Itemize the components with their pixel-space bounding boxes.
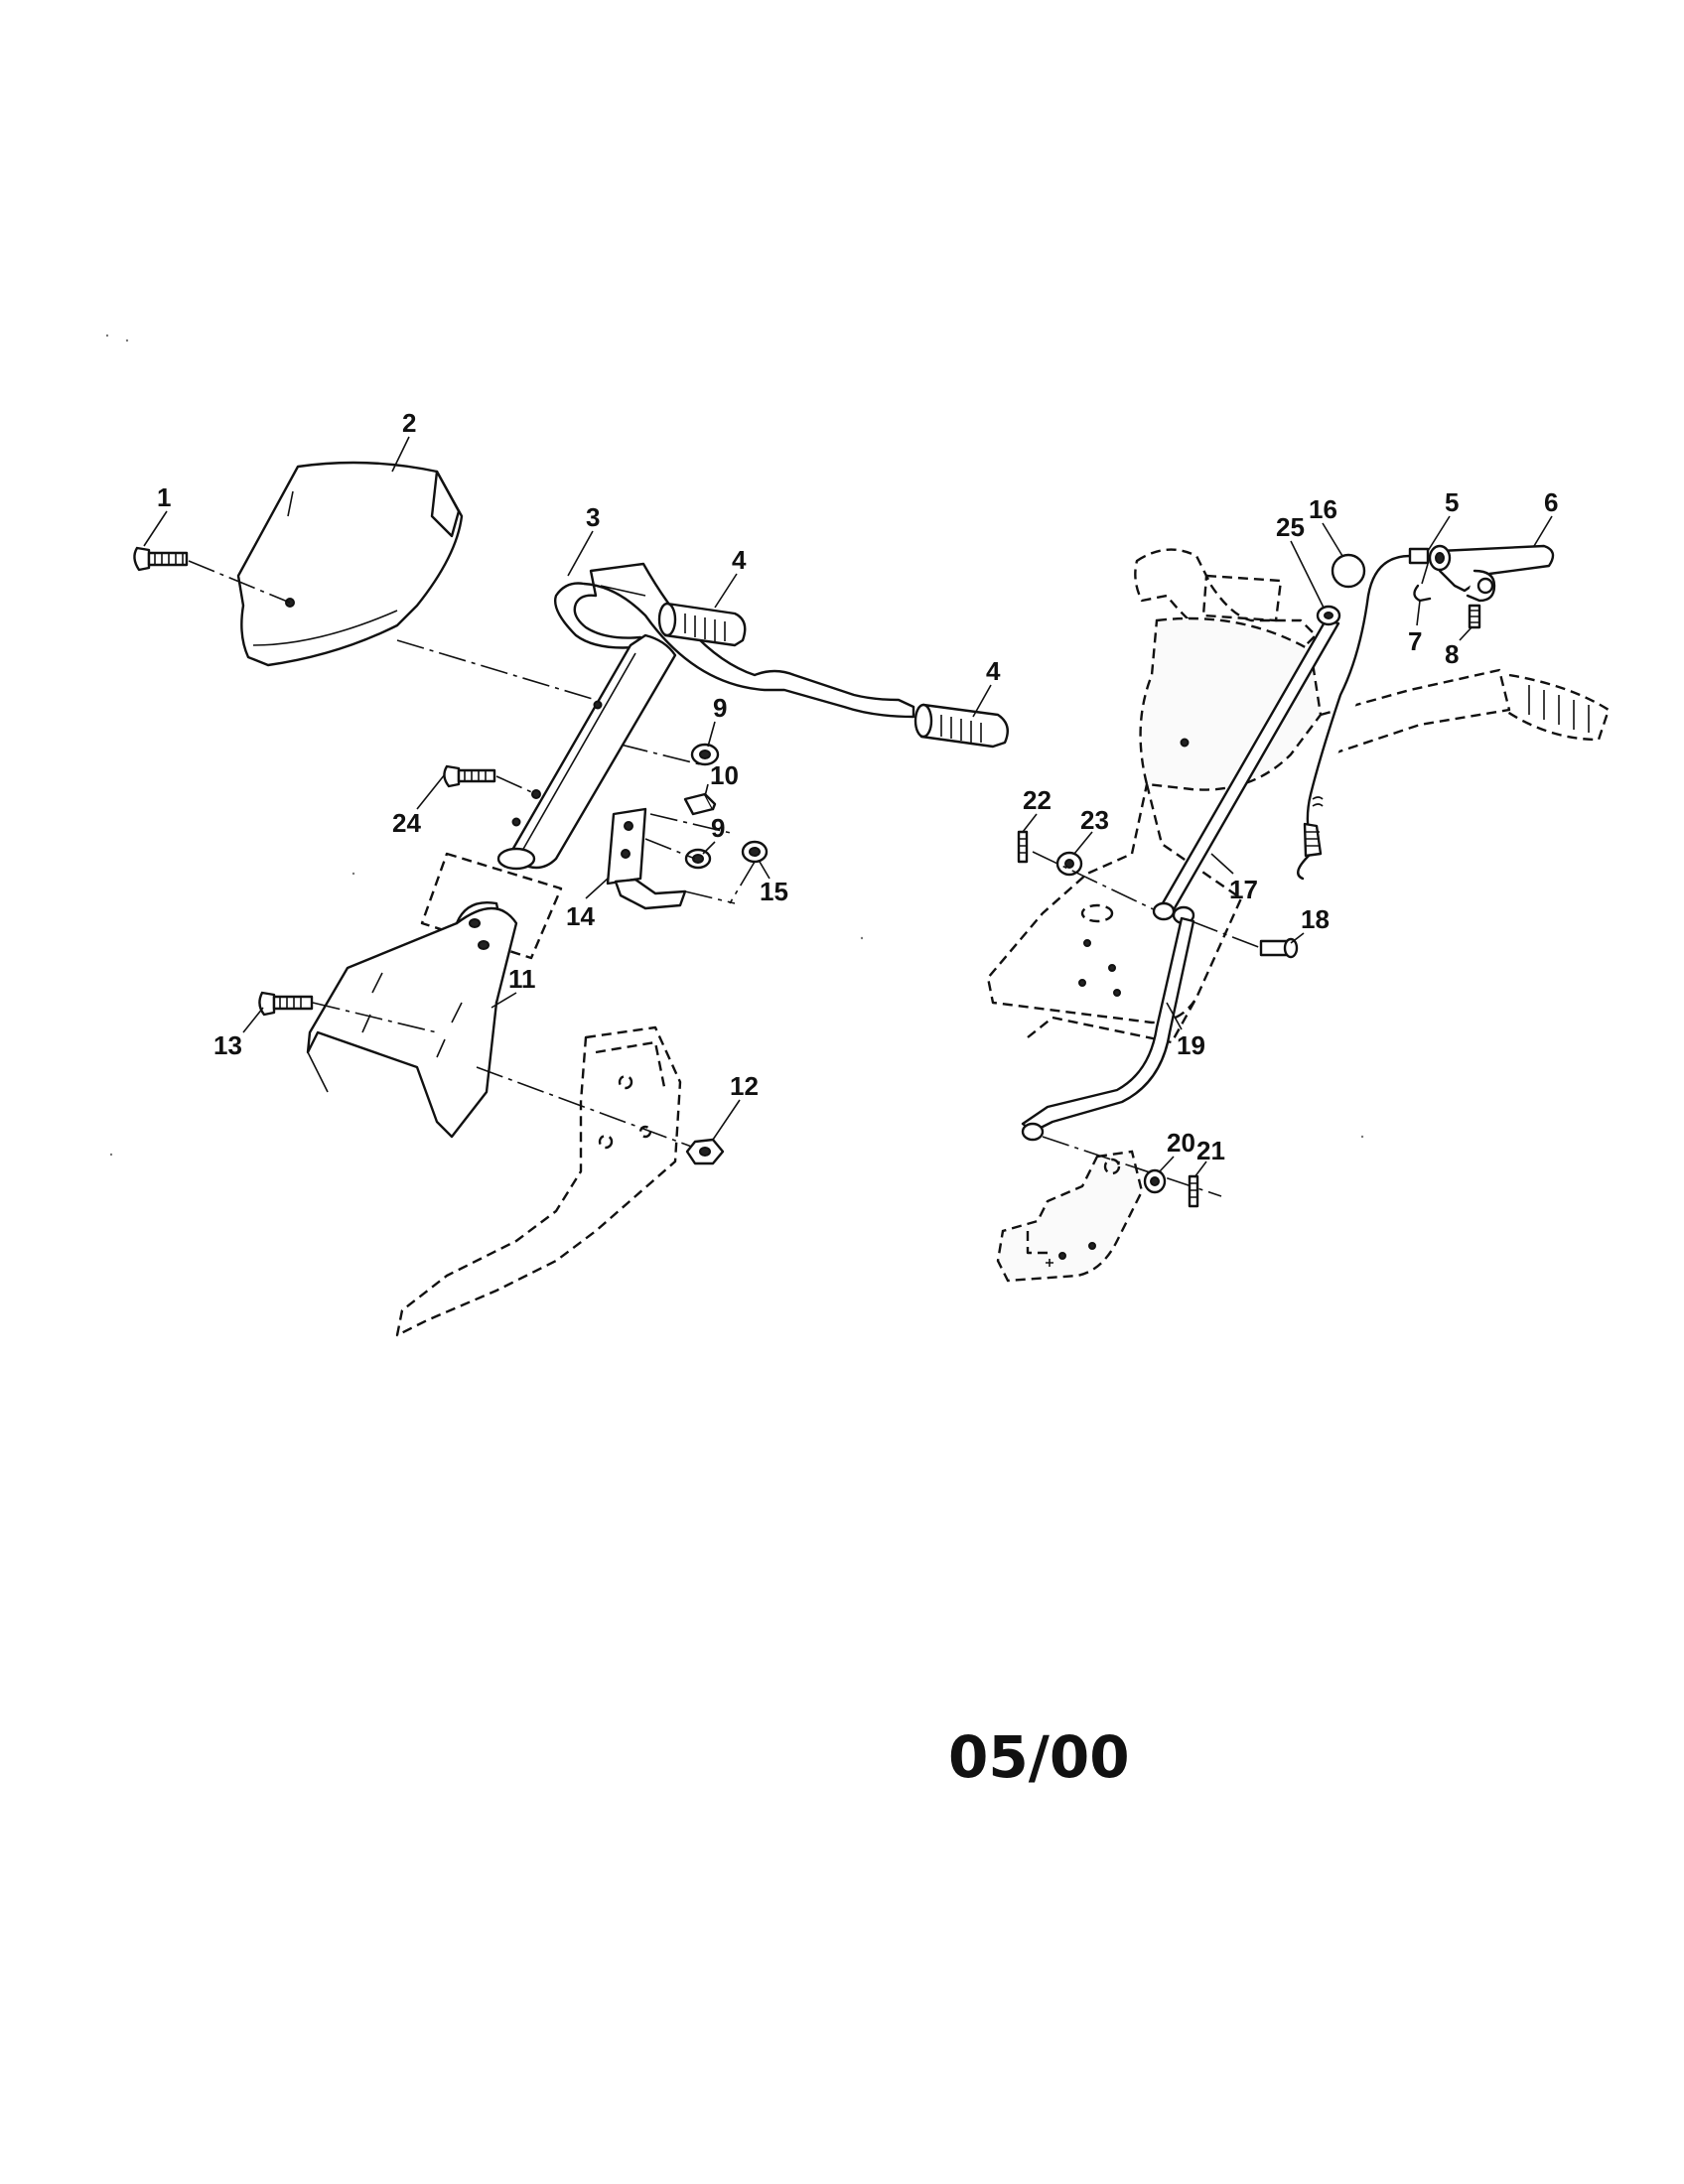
screw-21 [1188, 1174, 1199, 1208]
revision-date: 05/00 [948, 1723, 1130, 1791]
callout-23: 23 [1080, 805, 1109, 835]
mount-bracket-11 [306, 901, 518, 1139]
clip-7 [1413, 563, 1432, 603]
cable-end-5 [1408, 547, 1430, 565]
nut-9a [690, 743, 720, 766]
callout-labels: 1 2 3 4 4 9 10 9 24 14 15 11 13 12 16 25… [157, 408, 1558, 1165]
bracket-14 [606, 807, 736, 910]
callout-leaders [143, 436, 1553, 1178]
clip-10 [683, 792, 717, 816]
screw-22 [1017, 830, 1029, 864]
left-assembly [133, 461, 1009, 1337]
callout-9a: 9 [713, 693, 727, 723]
callout-18: 18 [1301, 904, 1330, 934]
callout-10: 10 [710, 760, 739, 790]
callout-25: 25 [1276, 512, 1305, 542]
pin-18 [1259, 937, 1299, 959]
nut-25 [1316, 605, 1341, 626]
callout-7: 7 [1408, 626, 1422, 656]
callout-17: 17 [1229, 875, 1258, 904]
frame-ghost-left [395, 1025, 706, 1337]
callout-4a: 4 [732, 545, 747, 575]
callout-11: 11 [508, 964, 536, 994]
nut-15 [729, 840, 769, 904]
callout-2: 2 [402, 408, 416, 438]
washer-20 [1143, 1168, 1167, 1194]
callout-6: 6 [1544, 487, 1558, 517]
callout-19: 19 [1177, 1030, 1205, 1060]
washer-23 [1055, 851, 1083, 877]
panel-shield [236, 461, 464, 667]
callout-16: 16 [1309, 494, 1337, 524]
rod-19 [1021, 916, 1195, 1142]
callout-12: 12 [730, 1071, 759, 1101]
nut-9b [684, 848, 712, 870]
lever-6 [1428, 544, 1555, 603]
handlebar [496, 562, 915, 871]
grip-4b [913, 703, 1009, 749]
knob-16 [1331, 553, 1366, 589]
callout-9b: 9 [711, 813, 725, 843]
callout-15: 15 [760, 877, 788, 906]
frame-ghost-right [996, 1136, 1222, 1283]
handle-ghost-right [986, 548, 1611, 1044]
grip-4a [657, 602, 747, 647]
control-cable [1297, 554, 1412, 881]
callout-3: 3 [586, 502, 600, 532]
spring-8 [1468, 604, 1481, 629]
callout-21: 21 [1196, 1136, 1225, 1165]
callout-4b: 4 [986, 656, 1001, 686]
callout-14: 14 [566, 901, 595, 931]
bolt-24 [443, 764, 537, 795]
scan-specks [105, 334, 1364, 1157]
callout-24: 24 [392, 808, 421, 838]
bolt-1 [133, 546, 189, 572]
callout-13: 13 [213, 1030, 242, 1060]
callout-5: 5 [1445, 487, 1459, 517]
callout-22: 22 [1023, 785, 1052, 815]
callout-8: 8 [1445, 639, 1459, 669]
bolt-13 [258, 991, 438, 1033]
callout-20: 20 [1167, 1128, 1195, 1158]
right-assembly [986, 544, 1611, 1283]
callout-1: 1 [157, 482, 171, 512]
nut-12 [685, 1138, 725, 1165]
